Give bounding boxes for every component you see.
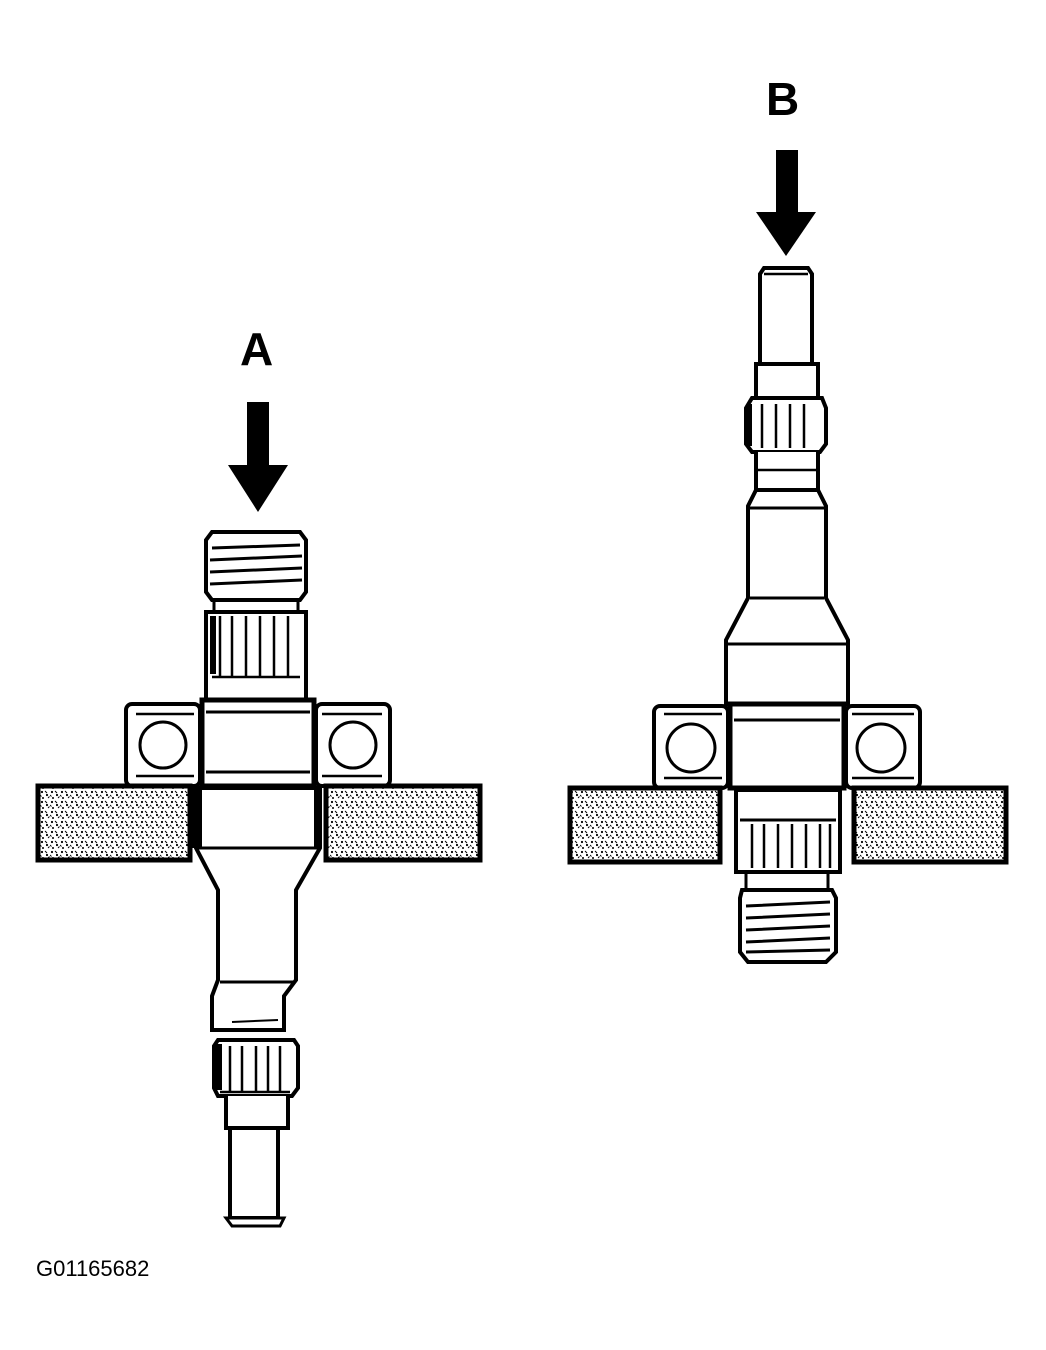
label-a: A: [240, 323, 274, 375]
down-arrow-icon: [756, 150, 816, 256]
bearing-left: [652, 704, 730, 790]
spline-lower: [734, 788, 842, 874]
support-block-right: [323, 783, 483, 863]
threaded-end: [738, 888, 838, 964]
support-block-left: [35, 783, 193, 863]
shaft-collar: [727, 701, 847, 791]
shaft-end: [758, 266, 814, 366]
spline-upper: [204, 610, 308, 702]
label-b: B: [766, 73, 800, 125]
figure-id: G01165682: [36, 1256, 150, 1281]
shaft-body: [192, 786, 322, 1032]
spline-upper: [744, 396, 828, 454]
bearing-right: [844, 704, 922, 790]
support-block-left: [567, 785, 723, 865]
spline-lower: [212, 1038, 300, 1098]
bearing-right: [314, 702, 392, 788]
bearing-left: [124, 702, 202, 788]
view-a: [35, 402, 483, 1228]
view-b: [567, 150, 1009, 964]
shaft-end: [224, 1096, 290, 1220]
shaft-collar: [199, 697, 317, 789]
threaded-end: [204, 530, 308, 602]
support-block-right: [851, 785, 1009, 865]
down-arrow-icon: [228, 402, 288, 512]
